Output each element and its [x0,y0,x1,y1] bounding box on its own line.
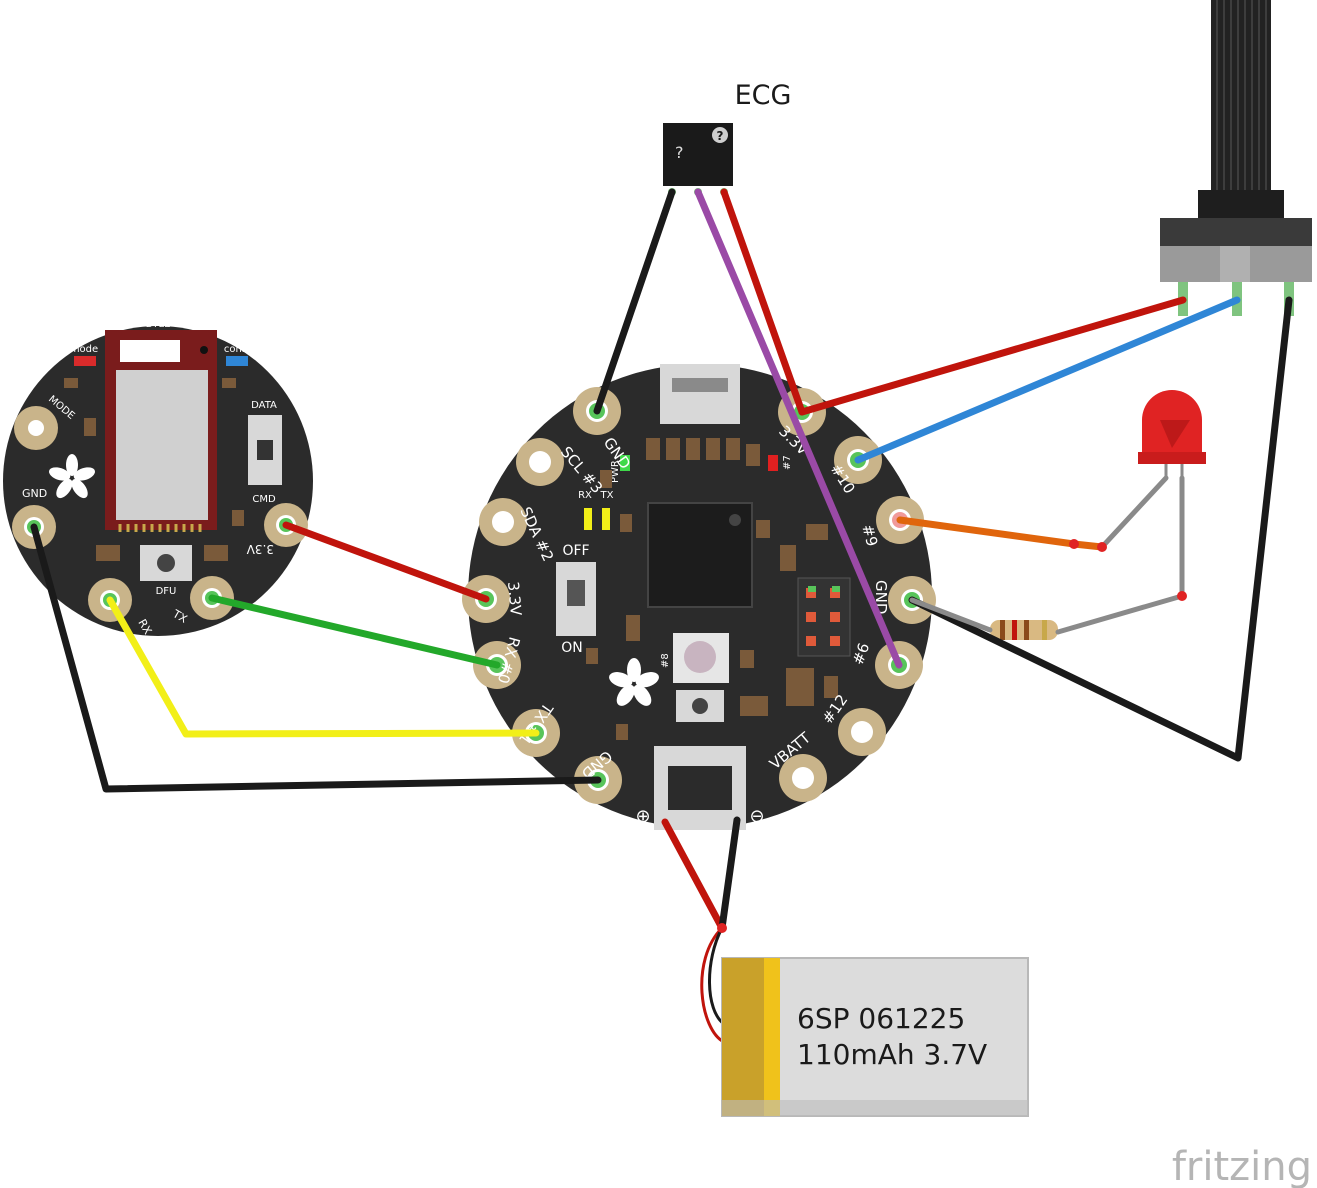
btle-label: BTLE [146,319,171,330]
ble-vcc-label: 3.3V [246,542,274,556]
pad-d9-label: #9 [858,522,881,548]
d8-label: #8 [660,653,671,668]
wire-battery-plus [661,818,726,932]
wire-battery-minus [718,816,741,932]
mode-led [74,356,96,366]
d7-led [768,455,778,471]
d7-label: #7 [782,455,793,470]
fritzing-logo: fritzing [1172,1144,1312,1188]
dfu-label: DFU [156,586,177,597]
usb-port[interactable] [660,364,740,424]
minus-label: ⊖ [749,806,764,827]
ecg-front-mark: ? [675,143,684,162]
flora-board: OFF ON PWR #7 RX TX #8 ⊕ ⊖ [462,364,936,830]
wire-joints [717,539,1187,933]
wire-led-anode [1099,475,1169,550]
rx-led [584,508,592,530]
lipo-battery: 6SP 061225 110mAh 3.7V [721,957,1029,1117]
pwr-label: PWR [610,460,621,483]
conn-led-label: conn [224,344,248,355]
ble-gnd-label: GND [22,487,47,500]
flower-logo-icon [609,658,659,706]
battery-label-line1: 6SP 061225 [797,1002,965,1035]
help-icon [712,127,728,143]
wires [30,188,1293,1044]
plus-label: ⊕ [635,806,650,827]
ecg-sensor: ECG ? ? [663,80,791,196]
wire-ble-gnd [30,523,602,793]
tx-led [602,508,610,530]
microcontroller-chip [647,502,753,608]
battery-label-line2: 110mAh 3.7V [797,1038,987,1071]
potentiometer [1160,0,1312,316]
ecg-label: ECG [735,80,792,111]
tx-led-label: TX [600,490,614,501]
flower-logo-icon [49,454,95,499]
battery-lead-red [700,926,726,1044]
off-label: OFF [562,543,589,559]
rx-led-label: RX [578,490,592,501]
wire-ble-rx [106,596,540,738]
ecg-help-mark: ? [717,129,724,143]
mode-led-label: mode [70,344,98,355]
on-label: ON [561,640,583,656]
wire-ecg-vcc [720,188,806,416]
cmd-label: CMD [252,494,276,505]
wire-ble-tx [208,594,501,669]
wire-ble-vcc [282,521,490,603]
pad-3v3-label: 3.3V [504,581,525,617]
ble-module: BTLE mode conn MODE DATA CMD DFU GND RX … [3,319,313,637]
battery-lead-black [708,926,726,1026]
wire-led-cathode [1055,475,1185,635]
wire-ecg-gnd [593,188,676,415]
red-led [1138,390,1206,478]
pwr-led [620,455,630,471]
resistor [990,620,1058,640]
conn-led [226,356,248,366]
wire-pot-gnd [908,296,1293,762]
wire-pot-wiper [854,296,1241,464]
wire-ecg-signal [694,188,903,669]
wire-resistor-gnd [909,597,993,633]
wire-pot-vcc [798,296,1187,416]
data-label: DATA [251,400,277,411]
